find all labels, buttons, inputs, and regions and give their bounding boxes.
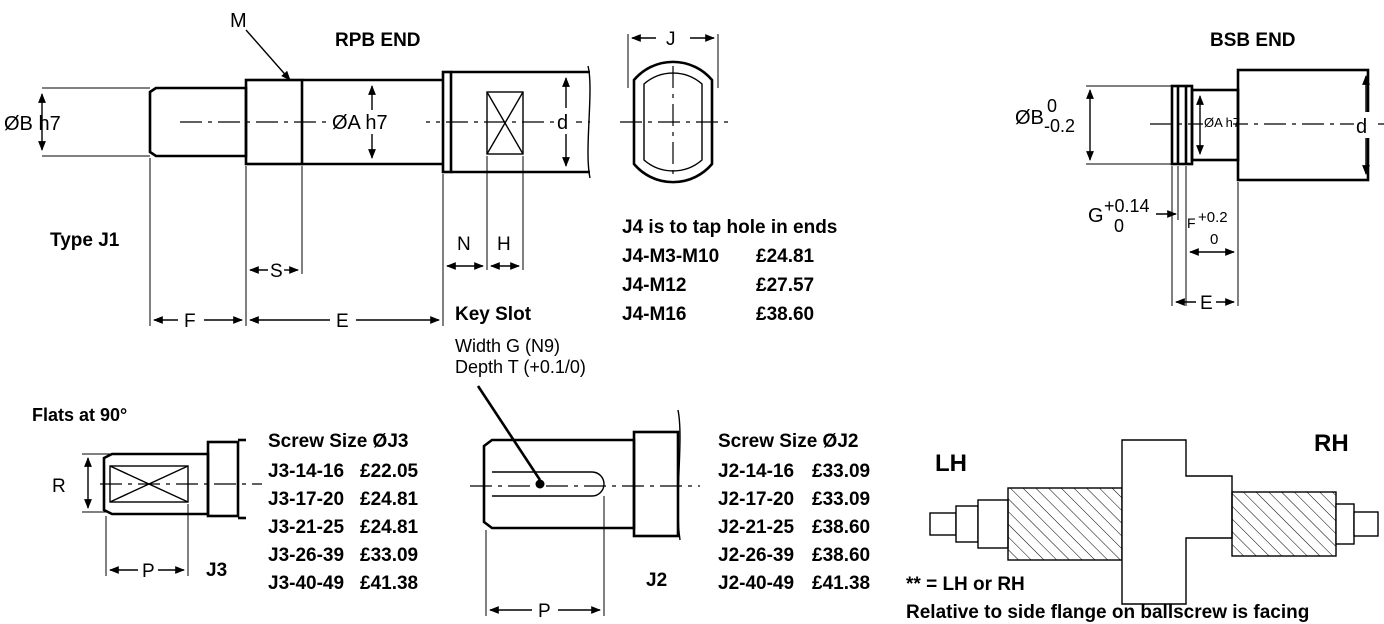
j3-row-4-code: J3-40-49 bbox=[268, 573, 344, 594]
bsb-dim-g: G bbox=[1088, 205, 1104, 227]
j3-drawing: Flats at 90° R P J3 bbox=[32, 405, 262, 582]
j4-row-1-price: £27.57 bbox=[756, 275, 814, 296]
keyslot-line2: Depth T (+0.1/0) bbox=[455, 357, 586, 377]
j1-dim-b: ØB h7 bbox=[4, 113, 61, 135]
keyslot-line1: Width G (N9) bbox=[455, 336, 560, 356]
j2-table-title: Screw Size ØJ2 bbox=[718, 431, 858, 452]
j3-row-0-code: J3-14-16 bbox=[268, 461, 344, 482]
j4-row-2-price: £38.60 bbox=[756, 304, 814, 325]
j3-row-3-code: J3-26-39 bbox=[268, 545, 344, 566]
hand-lh-label: LH bbox=[935, 450, 967, 477]
j3-row-2-code: J3-21-25 bbox=[268, 517, 344, 538]
bsb-dim-f: F bbox=[1187, 215, 1196, 231]
j1-type-label: Type J1 bbox=[50, 230, 120, 251]
j3-row-4-price: £41.38 bbox=[360, 573, 418, 594]
hand-rh-label: RH bbox=[1314, 430, 1349, 457]
j4-note: J4 is to tap hole in ends bbox=[622, 217, 837, 238]
end-view-drawing: J bbox=[620, 29, 728, 184]
j1-dim-a: ØA h7 bbox=[332, 112, 388, 134]
keyslot-note: Key Slot Width G (N9) Depth T (+0.1/0) bbox=[455, 304, 586, 481]
j3-flats-label: Flats at 90° bbox=[32, 405, 127, 425]
j3-row-1-code: J3-17-20 bbox=[268, 489, 344, 510]
bsb-tol-b-upper: 0 bbox=[1047, 96, 1057, 116]
j3-table: Screw Size ØJ3 J3-14-16 £22.05 J3-17-20 … bbox=[268, 431, 419, 594]
j1-drawing: M RPB END ØB h7 ØA h7 d bbox=[4, 10, 591, 332]
bsb-tol-f-upper: +0.2 bbox=[1198, 209, 1228, 226]
j2-row-3-price: £38.60 bbox=[812, 545, 870, 566]
j2-dim-p: P bbox=[538, 601, 551, 622]
hand-note-1: ** = LH or RH bbox=[906, 574, 1025, 595]
bsb-dim-e: E bbox=[1200, 293, 1213, 314]
j3-dim-r: R bbox=[52, 476, 66, 497]
j3-table-title: Screw Size ØJ3 bbox=[268, 431, 408, 452]
j2-row-1-price: £33.09 bbox=[812, 489, 870, 510]
j3-row-0-price: £22.05 bbox=[360, 461, 419, 482]
bsb-tol-f-lower: 0 bbox=[1210, 231, 1218, 248]
j2-row-2-price: £38.60 bbox=[812, 517, 870, 538]
j1-dim-n: N bbox=[457, 234, 471, 255]
j1-dim-f: F bbox=[184, 311, 196, 332]
j4-row-0-code: J4-M3-M10 bbox=[622, 246, 719, 267]
bsb-tol-b-lower: -0.2 bbox=[1044, 116, 1075, 136]
j3-row-3-price: £33.09 bbox=[360, 545, 418, 566]
keyslot-title: Key Slot bbox=[455, 304, 532, 325]
j3-label: J3 bbox=[206, 560, 227, 581]
handedness-drawing: LH RH ** = LH or RH Relative to side fla… bbox=[906, 430, 1379, 623]
j4-table: J4 is to tap hole in ends J4-M3-M10 £24.… bbox=[622, 217, 837, 325]
hand-note-2: Relative to side flange on ballscrew is … bbox=[906, 602, 1309, 623]
j4-row-0-price: £24.81 bbox=[756, 246, 815, 267]
j1-dim-e: E bbox=[336, 311, 349, 332]
j4-row-1-code: J4-M12 bbox=[622, 275, 686, 296]
bsb-drawing: BSB END ØA h7 d ØB 0 -0.2 G +0.14 0 bbox=[1015, 30, 1384, 314]
j1-dim-d: d bbox=[557, 112, 568, 134]
j3-dim-p: P bbox=[142, 561, 155, 582]
j2-row-3-code: J2-26-39 bbox=[718, 545, 794, 566]
bsb-dim-a: ØA h7 bbox=[1204, 115, 1240, 130]
j2-table: Screw Size ØJ2 J2-14-16 £33.09 J2-17-20 … bbox=[718, 431, 870, 594]
bsb-title: BSB END bbox=[1210, 30, 1296, 51]
j4-row-2-code: J4-M16 bbox=[622, 304, 686, 325]
j1-dim-s: S bbox=[270, 261, 283, 282]
j1-dim-h: H bbox=[497, 234, 511, 255]
j2-row-4-price: £41.38 bbox=[812, 573, 870, 594]
j2-label: J2 bbox=[646, 570, 667, 591]
bsb-dim-d: d bbox=[1356, 116, 1367, 138]
end-view-dim-j: J bbox=[666, 29, 676, 50]
bsb-tol-g-upper: +0.14 bbox=[1104, 196, 1150, 216]
j3-row-2-price: £24.81 bbox=[360, 517, 419, 538]
j2-row-0-code: J2-14-16 bbox=[718, 461, 794, 482]
j3-row-1-price: £24.81 bbox=[360, 489, 419, 510]
j2-row-2-code: J2-21-25 bbox=[718, 517, 794, 538]
j1-m-label: M bbox=[230, 10, 247, 32]
j2-drawing: P J2 bbox=[470, 409, 700, 622]
j1-title: RPB END bbox=[335, 30, 421, 51]
j2-row-1-code: J2-17-20 bbox=[718, 489, 794, 510]
j2-row-0-price: £33.09 bbox=[812, 461, 870, 482]
j2-row-4-code: J2-40-49 bbox=[718, 573, 794, 594]
bsb-tol-g-lower: 0 bbox=[1114, 216, 1124, 236]
bsb-dim-b: ØB bbox=[1015, 107, 1044, 129]
